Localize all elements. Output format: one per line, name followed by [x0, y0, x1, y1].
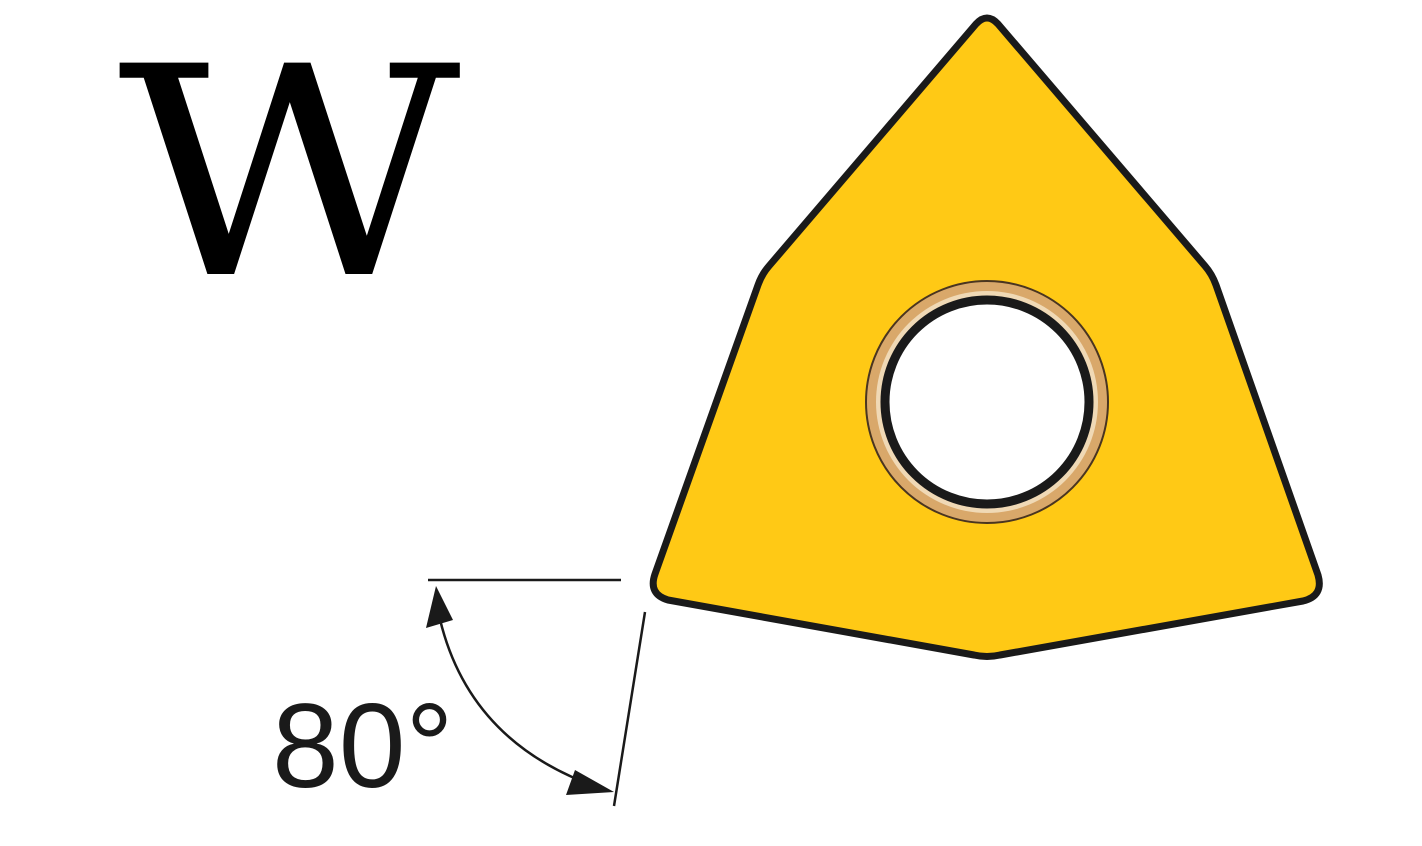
angle-arc — [434, 599, 601, 790]
angle-reference-line-side — [612, 611, 647, 807]
included-angle-label: 80° — [272, 679, 454, 813]
center-hole — [880, 295, 1094, 509]
angle-arrowhead-top — [426, 586, 453, 628]
shape-code-letter: W — [118, 6, 461, 343]
angle-arrowhead-bottom — [566, 770, 614, 795]
